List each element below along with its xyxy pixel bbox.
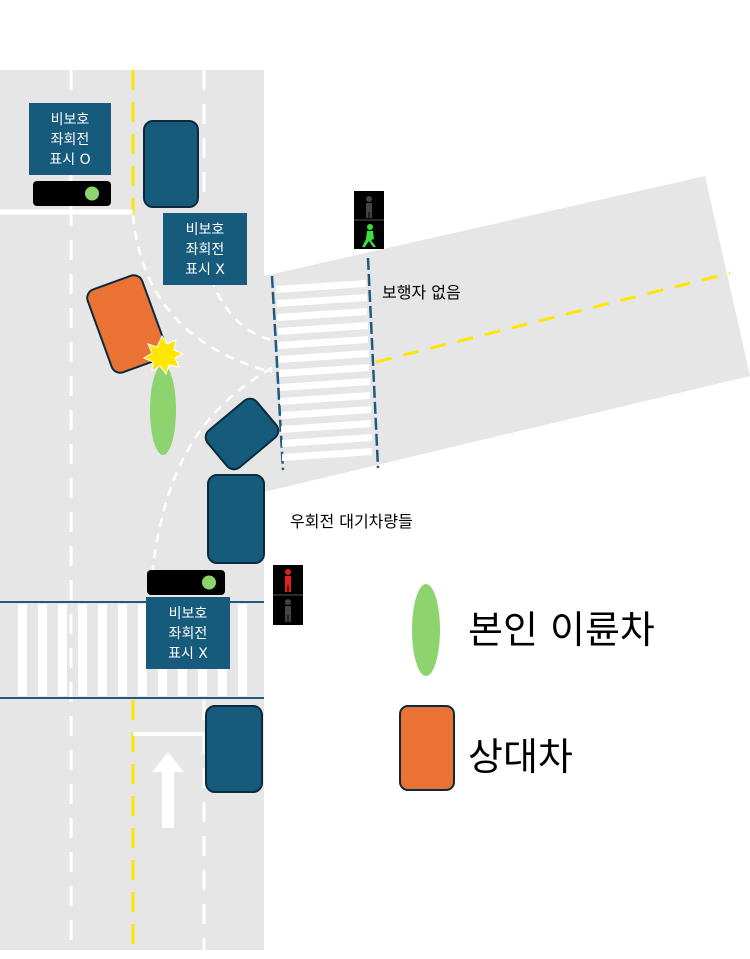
own-motorcycle (150, 365, 176, 455)
vehicle-turning-right (204, 397, 280, 471)
sign-line: 좌회전 (169, 626, 208, 642)
straight-arrow-icon (152, 752, 184, 828)
sign-line: 비보호 (51, 112, 90, 128)
sign-line: 표시 X (168, 646, 208, 662)
sign-line: 비보호 (186, 222, 225, 238)
legend-other-vehicle-swatch (399, 705, 455, 791)
sign-unprotected-left-not-shown-mid: 비보호 좌회전 표시 X (163, 213, 247, 285)
legend-own-motorcycle-label: 본인 이륜차 (468, 608, 655, 652)
sign-line: 표시 O (49, 152, 90, 168)
collision-burst-icon (142, 334, 185, 376)
crosswalk-side (270, 257, 380, 471)
sign-line: 비보호 (169, 606, 208, 622)
legend-other-vehicle-label: 상대차 (468, 735, 573, 779)
side-road-center-line (375, 271, 731, 364)
sign-line: 좌회전 (186, 242, 225, 258)
pedestrian-signal-bottom-icon (273, 565, 303, 625)
vehicle-top-left-lane (143, 120, 199, 208)
sign-unprotected-left-not-shown-bottom: 비보호 좌회전 표시 X (146, 597, 230, 669)
legend: 본인 이륜차 상대차 (399, 584, 655, 791)
vehicle-waiting-1 (207, 474, 265, 564)
label-waiting-vehicles: 우회전 대기차량들 (290, 512, 413, 531)
side-road (264, 176, 750, 492)
vehicle-signal-bottom (147, 570, 225, 595)
sign-line: 표시 X (185, 262, 225, 278)
vehicle-signal-top (33, 181, 111, 206)
pedestrian-signal-icon (354, 191, 384, 249)
legend-own-motorcycle-swatch (412, 584, 440, 676)
sign-unprotected-left-shown: 비보호 좌회전 표시 O (29, 103, 111, 175)
label-no-pedestrians: 보행자 없음 (382, 283, 461, 302)
vehicle-waiting-2 (205, 705, 263, 793)
other-vehicle (86, 274, 168, 374)
sign-line: 좌회전 (51, 132, 90, 148)
